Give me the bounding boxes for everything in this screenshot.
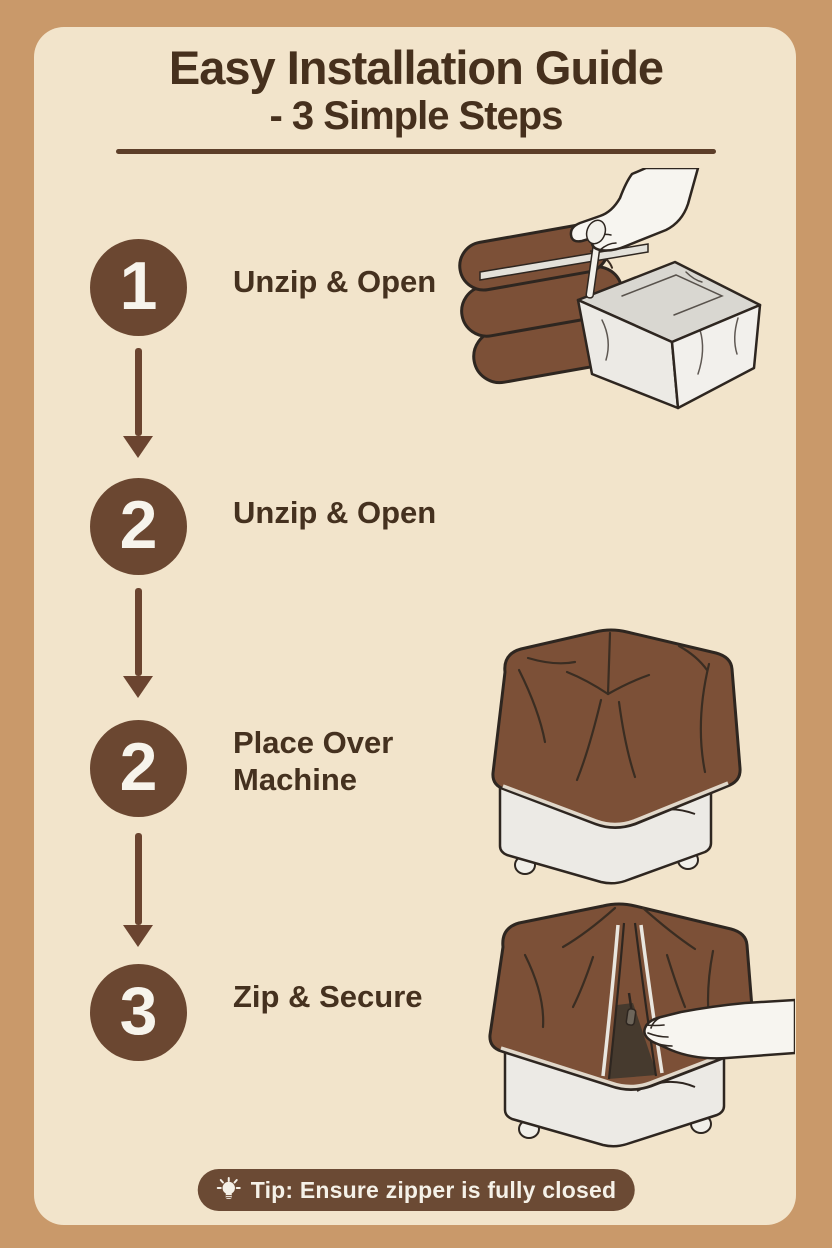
step-1-badge: 1 (90, 239, 187, 336)
step-4-label: Zip & Secure (233, 979, 423, 1014)
unzip-open-illustration (458, 168, 762, 410)
step-2-number: 2 (119, 486, 158, 563)
down-arrow-icon (123, 588, 153, 698)
step-4-badge: 3 (90, 964, 187, 1061)
step-2-label: Unzip & Open (233, 495, 437, 530)
step-1-number: 1 (119, 247, 158, 324)
place-over-machine-illustration (491, 628, 742, 885)
page-title: Easy Installation Guide (168, 41, 664, 94)
tip-text: Tip: Ensure zipper is fully closed (250, 1176, 617, 1203)
hand-icon (569, 168, 700, 252)
zipper-pull (625, 992, 637, 1026)
page-subtitle: - 3 Simple Steps (269, 94, 564, 138)
step-4-number: 3 (119, 972, 158, 1049)
hand-icon (643, 998, 795, 1060)
down-arrow-icon (123, 348, 153, 458)
step-3-number: 2 (119, 728, 158, 805)
zip-secure-illustration (488, 902, 795, 1148)
down-arrow-icon (123, 833, 153, 947)
cover-wrinkles (517, 631, 711, 782)
cover-over-machine (491, 628, 742, 829)
step-2-badge: 2 (90, 478, 187, 575)
title-underline (116, 149, 716, 154)
zipper-opening (601, 922, 664, 1080)
step-1-label: Unzip & Open (233, 264, 437, 299)
step-3-label: Place Over Machine (233, 725, 394, 797)
step-3-badge: 2 (90, 720, 187, 817)
tip-banner: Tip: Ensure zipper is fully closed (197, 1169, 635, 1211)
open-cover (576, 260, 762, 410)
lightbulb-icon (216, 1177, 241, 1199)
